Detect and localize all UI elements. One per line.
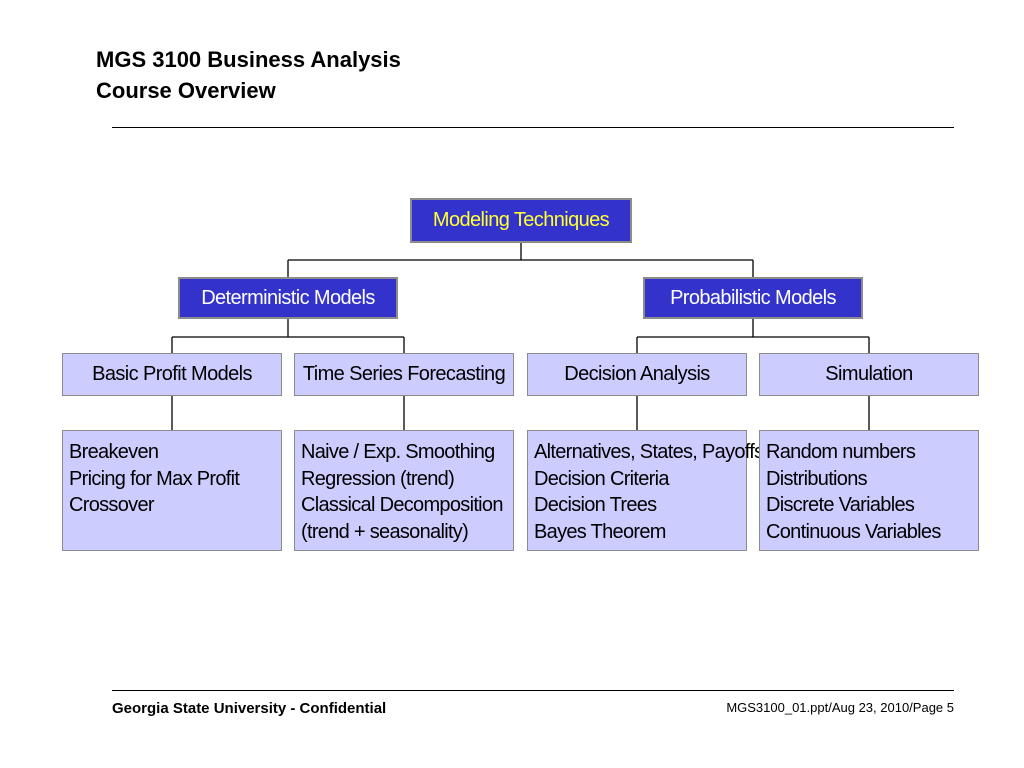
detail-time-series-forecasting: Naive / Exp. Smoothing Regression (trend… (294, 430, 514, 551)
top-divider (112, 127, 954, 128)
detail-item: Classical Decomposition (301, 494, 503, 516)
detail-item: Pricing for Max Profit (69, 467, 240, 490)
detail-item: Regression (trend) (301, 467, 455, 490)
root-node-modeling-techniques: Modeling Techniques (410, 198, 632, 243)
node-deterministic-models: Deterministic Models (178, 277, 398, 319)
detail-item: Continuous Variables (766, 520, 941, 543)
node-basic-profit-models: Basic Profit Models (62, 353, 282, 396)
detail-item: Random numbers (766, 441, 916, 463)
slide-title: MGS 3100 Business Analysis Course Overvi… (96, 44, 401, 106)
detail-item: Distributions (766, 467, 868, 490)
detail-simulation: Random numbers Distributions Discrete Va… (759, 430, 979, 551)
node-time-series-forecasting: Time Series Forecasting (294, 353, 514, 396)
footer-page-info: MGS3100_01.ppt/Aug 23, 2010/Page 5 (726, 700, 954, 715)
title-line-2: Course Overview (96, 78, 276, 103)
detail-item: Naive / Exp. Smoothing (301, 441, 495, 463)
detail-decision-analysis: Alternatives, States, Payoffs Decision C… (527, 430, 764, 551)
title-line-1: MGS 3100 Business Analysis (96, 47, 401, 72)
detail-item: Breakeven (69, 441, 159, 463)
node-simulation: Simulation (759, 353, 979, 396)
detail-item: Discrete Variables (766, 494, 915, 516)
detail-item: Alternatives, States, Payoffs (534, 441, 764, 463)
detail-item: (trend + seasonality) (301, 520, 469, 543)
footer-confidential: Georgia State University - Confidential (112, 700, 387, 717)
detail-item: Crossover (69, 494, 155, 516)
detail-basic-profit-models: Breakeven Pricing for Max Profit Crossov… (62, 430, 282, 551)
node-decision-analysis: Decision Analysis (527, 353, 747, 396)
detail-item: Bayes Theorem (534, 520, 666, 543)
node-probabilistic-models: Probabilistic Models (643, 277, 863, 319)
bottom-divider (112, 690, 954, 691)
detail-item: Decision Trees (534, 494, 657, 516)
detail-item: Decision Criteria (534, 467, 670, 490)
